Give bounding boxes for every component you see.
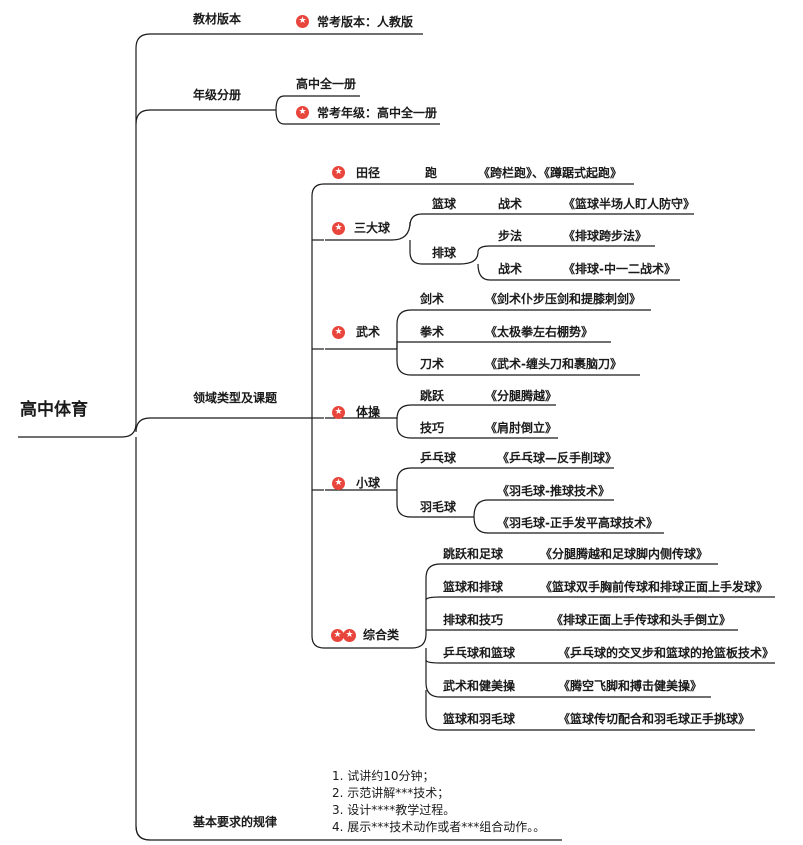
volleyball-content-2: 《排球-中一二战术》 (563, 262, 676, 276)
gym-sub-2: 技巧 (420, 421, 445, 435)
combo-sub-6: 篮球和羽毛球 (443, 712, 516, 726)
domain-ball3: 三大球 (354, 221, 391, 235)
combo-sub-3: 排球和技巧 (443, 613, 504, 627)
wushu-sub-1: 剑术 (420, 292, 445, 306)
small-sub-2: 羽毛球 (420, 500, 457, 514)
root-topic: 高中体育 (20, 400, 88, 420)
small-content-1: 《乒乓球—反手削球》 (497, 451, 618, 465)
star-badge-icon: ★ (332, 326, 345, 339)
combo-content-5: 《腾空飞脚和搏击健美操》 (558, 679, 703, 693)
star-badge-icon: ★ (332, 477, 345, 490)
grade-book: 高中全一册 (296, 77, 357, 91)
volleyball-label: 排球 (432, 246, 457, 260)
star-badge-icon: ★ (343, 629, 356, 642)
star-badge-icon: ★ (332, 222, 345, 235)
combo-content-2: 《篮球双手胸前传球和排球正面上手发球》 (540, 580, 769, 594)
gym-sub-1: 跳跃 (420, 389, 445, 403)
wushu-content-1: 《剑术仆步压剑和提膝刺剑》 (485, 292, 642, 306)
wushu-sub-2: 拳术 (420, 325, 445, 339)
volleyball-sub-1: 步法 (498, 229, 523, 243)
star-badge-icon: ★ (296, 106, 309, 119)
branch-requirements: 基本要求的规律 (193, 815, 278, 829)
volleyball-content-1: 《排球跨步法》 (563, 229, 648, 243)
basketball-label: 篮球 (432, 197, 457, 211)
edition-item: 常考版本：人教版 (317, 15, 414, 29)
basketball-content: 《篮球半场人盯人防守》 (563, 197, 696, 211)
small-content-2a: 《羽毛球-推球技术》 (497, 484, 610, 498)
requirement-line-2: 2. 示范讲解***技术； (332, 786, 450, 800)
gym-content-2: 《肩肘倒立》 (485, 421, 558, 435)
track-content: 《跨栏跑》、《蹲踞式起跑》 (478, 166, 623, 180)
star-badge-icon: ★ (332, 166, 345, 179)
domain-wushu: 武术 (356, 325, 381, 339)
wushu-content-3: 《武术-缠头刀和裹脑刀》 (485, 357, 622, 371)
combo-sub-1: 跳跃和足球 (443, 547, 504, 561)
branch-domains: 领域类型及课题 (193, 391, 278, 405)
small-content-2b: 《羽毛球-正手发平高球技术》 (497, 516, 658, 530)
combo-content-1: 《分腿腾越和足球脚内侧传球》 (540, 547, 709, 561)
wushu-content-2: 《太极拳左右棚势》 (485, 325, 594, 339)
star-badge-icon: ★ (331, 629, 344, 642)
small-sub-1: 乒乓球 (420, 451, 457, 465)
combo-content-6: 《篮球传切配合和羽毛球正手挑球》 (558, 712, 751, 726)
star-badge-icon: ★ (296, 15, 309, 28)
track-sub: 跑 (425, 166, 438, 180)
branch-edition: 教材版本 (193, 12, 242, 26)
basketball-sub: 战术 (498, 197, 523, 211)
wushu-sub-3: 刀术 (420, 357, 445, 371)
star-badge-icon: ★ (332, 406, 345, 419)
combo-content-3: 《排球正面上手传球和头手倒立》 (551, 613, 732, 627)
grade-item: 常考年级：高中全一册 (317, 106, 438, 120)
combo-content-4: 《乒乓球的交叉步和篮球的抢篮板技术》 (558, 646, 775, 660)
gym-content-1: 《分腿腾越》 (485, 389, 558, 403)
combo-sub-4: 乒乓球和篮球 (443, 646, 516, 660)
branch-grade: 年级分册 (193, 88, 242, 102)
domain-gym: 体操 (356, 405, 381, 419)
domain-small: 小球 (356, 476, 381, 490)
combo-sub-5: 武术和健美操 (443, 679, 516, 693)
domain-combo: 综合类 (363, 628, 400, 642)
requirement-line-1: 1. 试讲约10分钟； (332, 769, 435, 783)
domain-track: 田径 (356, 166, 381, 180)
combo-sub-2: 篮球和排球 (443, 580, 504, 594)
requirement-line-3: 3. 设计****教学过程。 (332, 803, 456, 817)
volleyball-sub-2: 战术 (498, 262, 523, 276)
requirement-line-4: 4. 展示***技术动作或者***组合动作。。 (332, 820, 546, 834)
